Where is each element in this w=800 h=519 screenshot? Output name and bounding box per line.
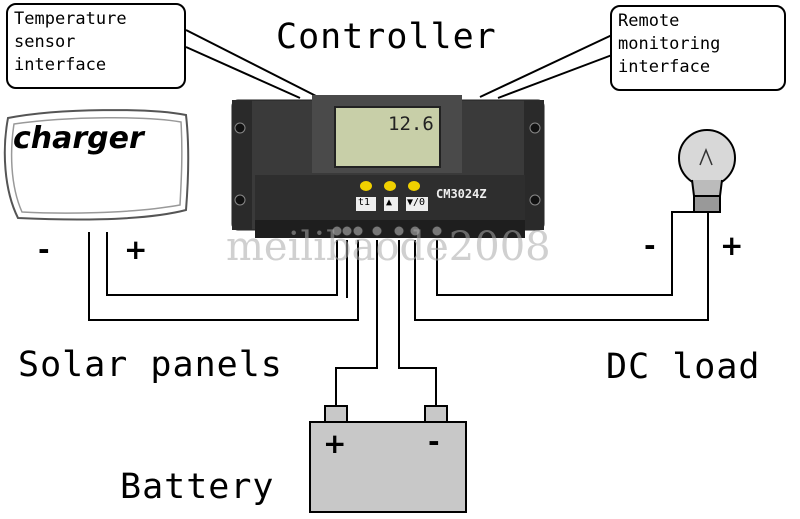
remote-callout-pointer-b <box>497 54 613 99</box>
battery-wire-minus <box>398 240 437 406</box>
temperature-sensor-callout: Temperature sensor interface <box>6 3 186 89</box>
dc-load-label: DC load <box>606 347 761 387</box>
temp-line-2: sensor <box>14 32 76 52</box>
button-icon-2: ▲ <box>386 197 393 208</box>
solar-wire-plus <box>106 232 338 296</box>
temp-line-3: interface <box>14 55 107 75</box>
button-icon-3: ▼/0 <box>407 197 426 208</box>
remote-line-1: Remote <box>618 11 680 31</box>
watermark: meilibaode2008 <box>226 224 551 270</box>
remote-line-3: interface <box>618 57 711 77</box>
load-wire-minus <box>436 211 700 296</box>
remote-line-2: monitoring <box>618 34 721 54</box>
charger-outline <box>3 109 190 221</box>
light-bulb-icon <box>678 129 736 213</box>
charger-outline-inner <box>10 116 183 214</box>
battery-icon <box>309 405 467 513</box>
solar-panels-label: Solar panels <box>18 345 283 385</box>
battery-label: Battery <box>120 467 275 507</box>
indicator-lights <box>360 181 420 191</box>
charger-label: charger <box>13 121 144 156</box>
controller-label: Controller <box>276 17 497 57</box>
remote-callout-pointer-a <box>479 34 613 98</box>
temp-callout-pointer-a <box>185 29 319 98</box>
solar-wire-minus <box>88 232 359 321</box>
battery-minus-sign: - <box>428 425 440 458</box>
wiring <box>88 211 709 406</box>
button-icon-1: t1 <box>358 197 371 208</box>
battery-wire-plus <box>335 240 378 406</box>
load-plus-sign: + <box>720 229 744 262</box>
load-wire-plus <box>414 212 709 321</box>
solar-minus-sign: - <box>38 233 50 266</box>
load-minus-sign: - <box>644 229 656 262</box>
controller-device <box>231 95 545 238</box>
terminal-screws <box>331 225 443 237</box>
lcd-screen <box>334 106 441 168</box>
model-label: CM3024Z <box>436 187 487 201</box>
solar-plus-sign: + <box>124 233 148 266</box>
remote-monitoring-callout: Remote monitoring interface <box>610 5 786 91</box>
lcd-reading: 12.6 <box>388 113 434 135</box>
temp-line-1: Temperature <box>14 9 127 29</box>
temp-callout-pointer-b <box>185 46 301 99</box>
battery-plus-sign: + <box>323 427 347 460</box>
